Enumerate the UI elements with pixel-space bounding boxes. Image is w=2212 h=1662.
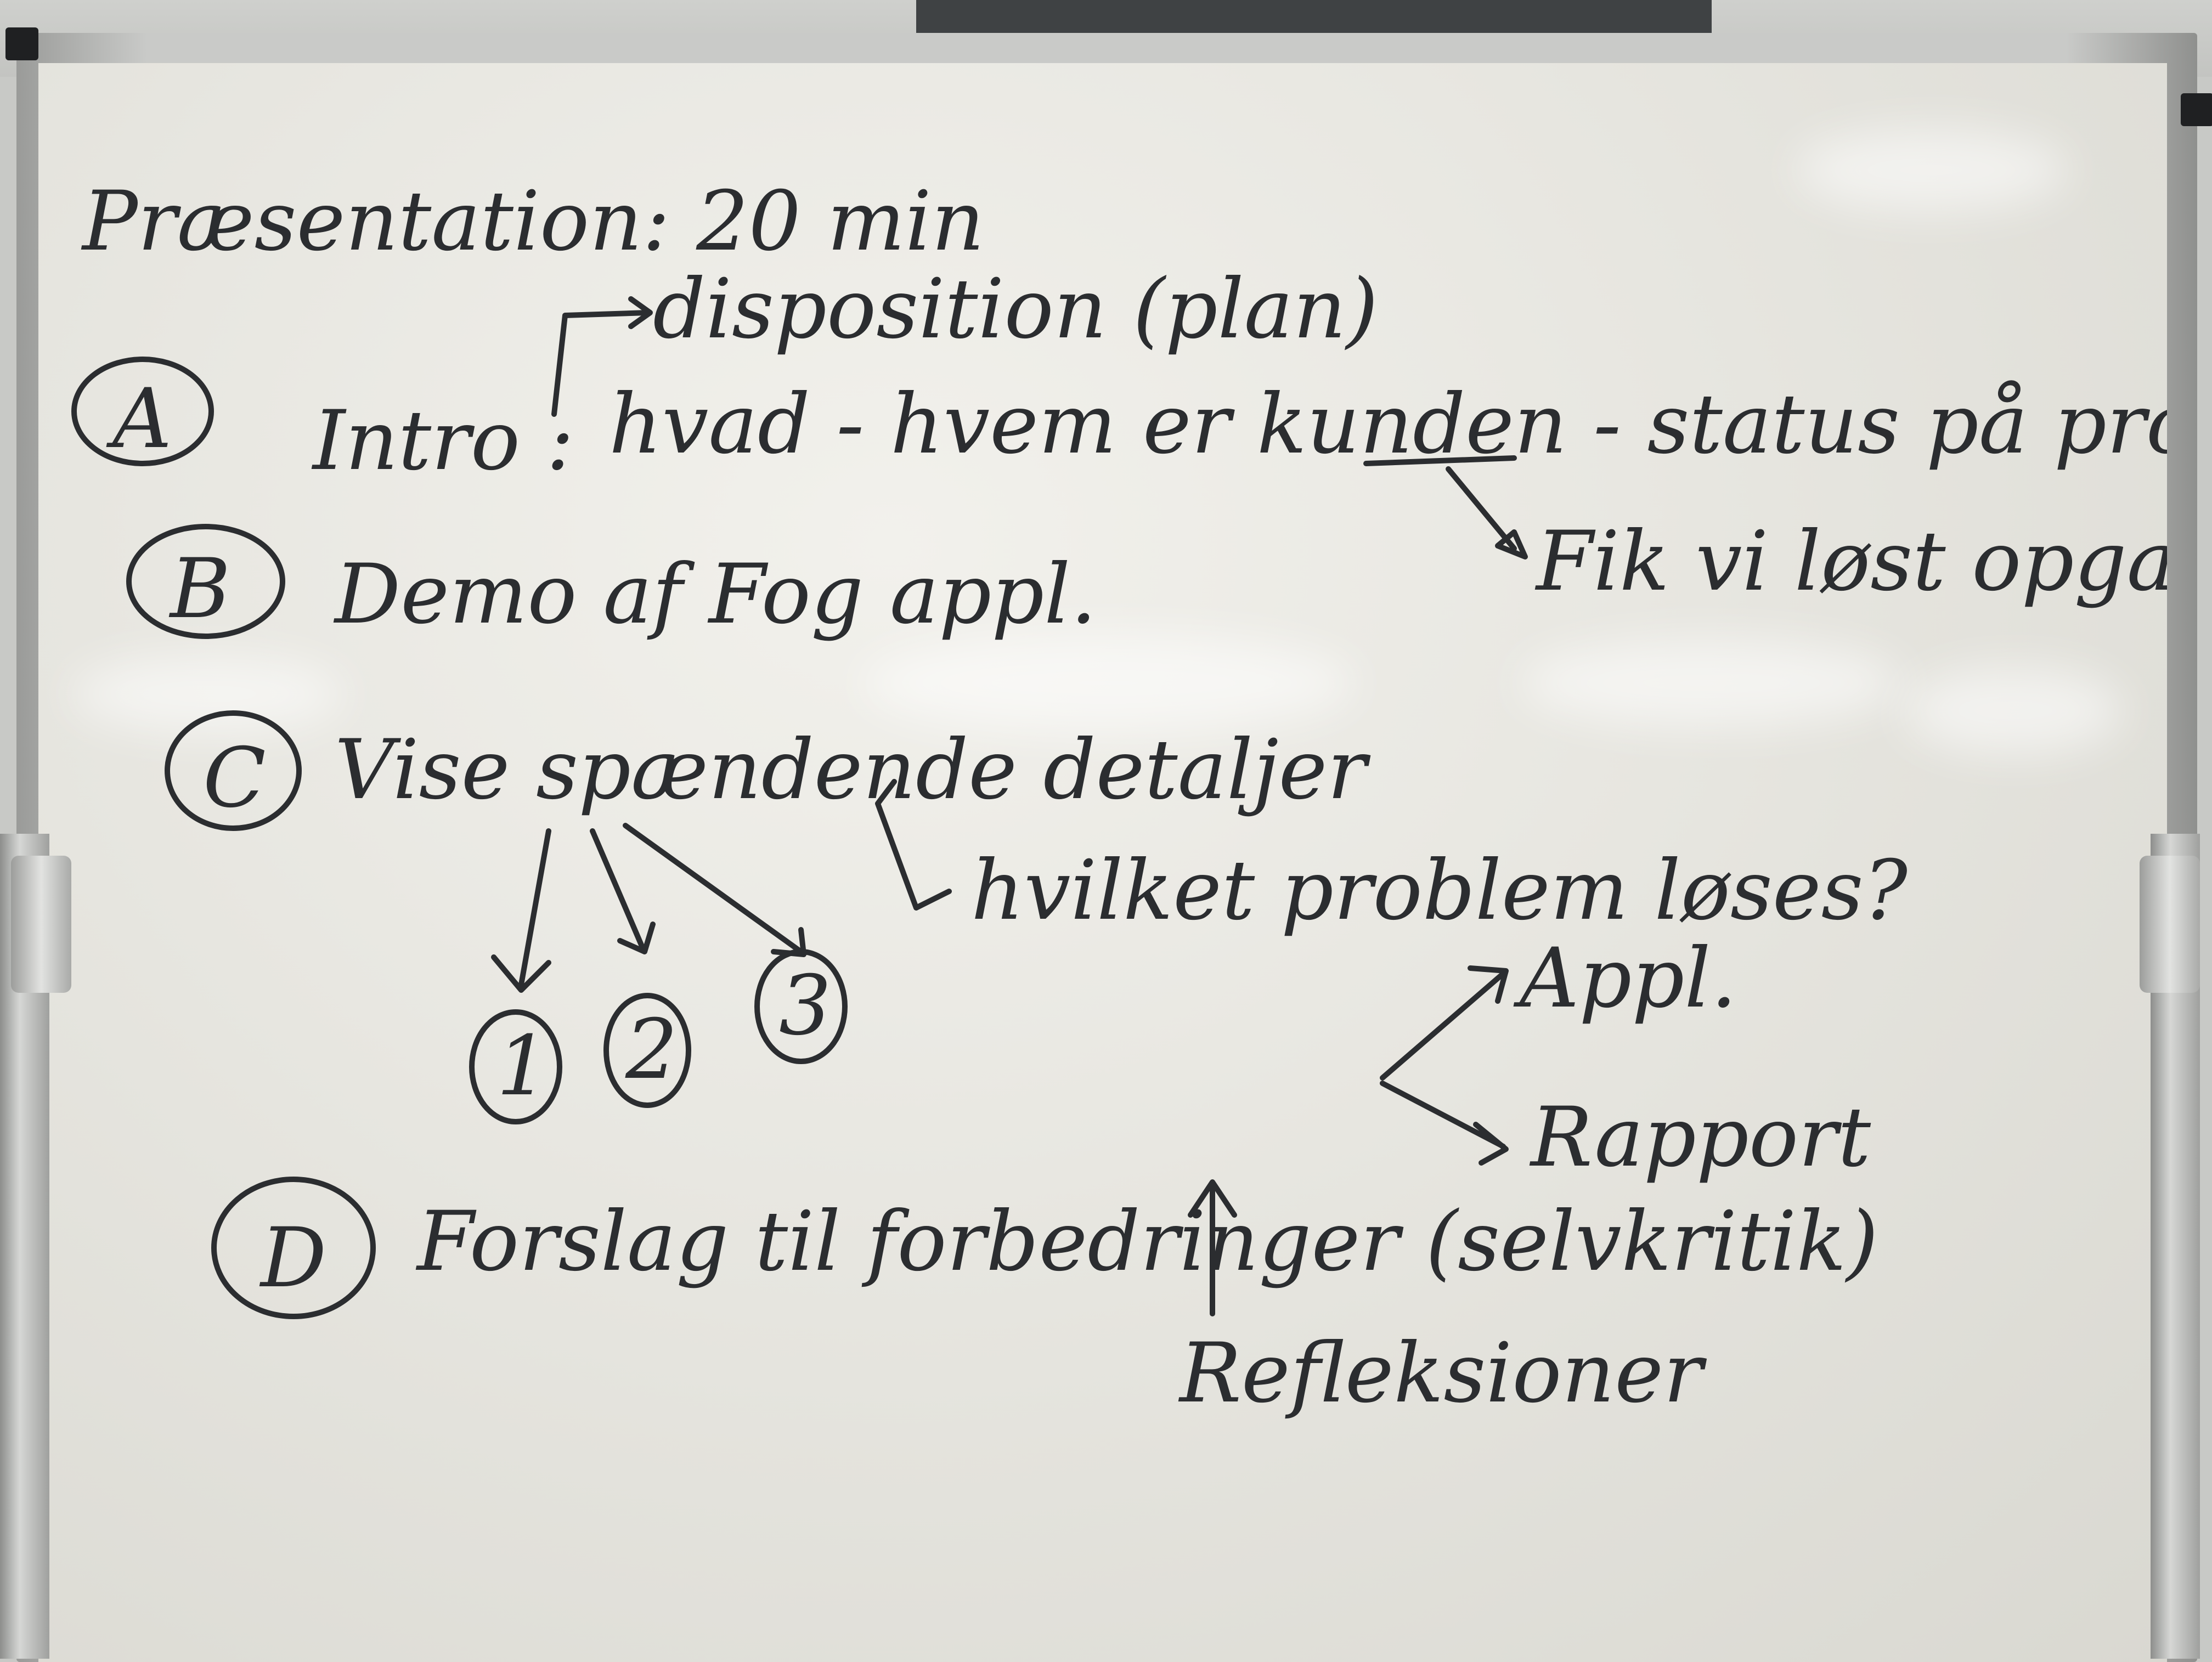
- item-a-text: Intro :: [311, 393, 574, 489]
- problem-note: hvilket problem løses?: [971, 843, 1909, 939]
- number-3: 3: [779, 958, 831, 1054]
- item-c-text: Vise spændende detaljer: [335, 722, 1371, 818]
- disposition-note: disposition (plan): [653, 262, 1378, 357]
- handwriting-layer: Præsentation: 20 min disposition (plan) …: [71, 174, 2167, 1421]
- light-reflection: [1904, 666, 2123, 754]
- item-a-detail: hvad - hvem er kunden - status på projek…: [609, 377, 2167, 472]
- number-1: 1: [496, 1019, 549, 1114]
- letter-d: D: [259, 1211, 326, 1306]
- branch-arrow-1: [518, 828, 551, 987]
- stand-clamp-right: [2140, 856, 2200, 993]
- arrow-head: [1495, 529, 1528, 559]
- circle-2: [603, 993, 691, 1108]
- circle-c: [165, 710, 302, 831]
- letter-b: B: [168, 541, 230, 637]
- light-reflection: [1794, 129, 2068, 211]
- reflection-text: Refleksioner: [1178, 1326, 1707, 1421]
- circle-1: [469, 1009, 562, 1124]
- stand-clamp-left: [11, 856, 71, 993]
- arrow-head: [1188, 1179, 1237, 1218]
- letter-c: C: [203, 731, 266, 826]
- letter-a: A: [106, 371, 172, 467]
- status-arrow: [1446, 466, 1517, 551]
- circle-b: [126, 524, 285, 639]
- frame-corner-top-left: [5, 27, 38, 60]
- arrow-head: [617, 922, 656, 954]
- branch-rapport: Rapport: [1529, 1090, 1871, 1185]
- circle-d: [211, 1177, 376, 1319]
- title-text: Præsentation: 20 min: [81, 174, 984, 269]
- status-note: Fik vi løst opgaven: [1534, 514, 2167, 609]
- branch-arrow-rapport: [1380, 1081, 1506, 1149]
- circle-a: [71, 357, 214, 466]
- problem-arrow: [875, 779, 952, 911]
- number-2: 2: [625, 1002, 678, 1098]
- status-underline: [1363, 455, 1517, 466]
- frame-corner-top-right: [2181, 93, 2212, 126]
- whiteboard: Præsentation: 20 min disposition (plan) …: [38, 63, 2167, 1662]
- branch-arrow-2: [590, 828, 645, 949]
- item-b-text: Demo af Fog appl.: [333, 547, 1097, 642]
- arrow-head: [491, 954, 551, 993]
- arrow-head: [628, 296, 653, 329]
- arrow-head: [1468, 965, 1509, 1004]
- light-reflection: [861, 634, 1355, 732]
- branch-appl: Appl.: [1513, 931, 1737, 1026]
- arrow-head: [1473, 1122, 1509, 1166]
- item-d-text: Forslag til forbedringer (selvkritik): [415, 1194, 1878, 1290]
- circle-3: [754, 949, 848, 1064]
- branch-arrow-appl: [1380, 971, 1506, 1081]
- branch-arrow-3: [623, 823, 804, 954]
- disposition-arrow: [551, 310, 650, 417]
- light-reflection: [1520, 639, 1904, 727]
